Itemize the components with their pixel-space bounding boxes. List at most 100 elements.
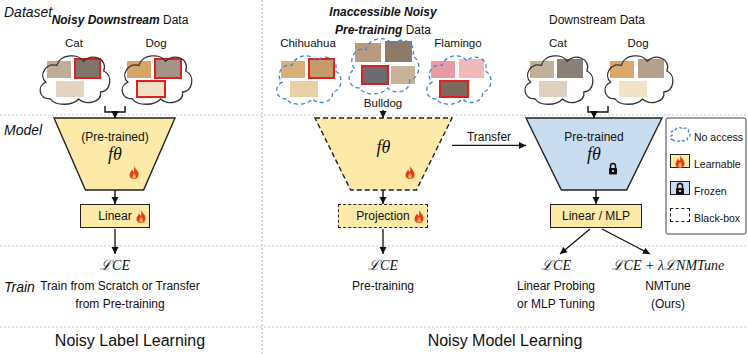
lock-icon [675, 182, 685, 195]
label-text: Noisy Label Learning [55, 332, 205, 349]
animal-photo [56, 81, 84, 97]
label-slot: Pre-training [352, 276, 414, 294]
class-label: Dog [627, 36, 648, 50]
label-text: ℒCE [100, 258, 130, 273]
legend-swatch [670, 181, 690, 195]
cloud-outline [117, 50, 195, 106]
edge-label: Transfer [465, 130, 513, 144]
trapezoid-fill [526, 118, 662, 190]
row-divider [0, 327, 748, 328]
legend-swatch [670, 208, 690, 222]
flame-outer [415, 210, 424, 223]
label-text: NMTune (Ours) [645, 279, 691, 311]
label-slot: Train [4, 278, 35, 296]
animal-photo [385, 41, 412, 62]
label-slot: No access [694, 127, 743, 145]
label-slot: Black-box [694, 208, 740, 226]
flame-icon [675, 155, 685, 168]
legend-cloud [669, 126, 691, 142]
label-slot: Dataset [4, 3, 52, 21]
cloud-path [605, 56, 673, 104]
flame-inner [417, 217, 421, 222]
row-divider [0, 115, 748, 116]
cloud-path [40, 56, 110, 104]
connector [595, 190, 596, 204]
label-slot: Noisy Label Learning [55, 332, 205, 350]
noisy-photo [362, 66, 388, 84]
class-label: Bulldog [364, 96, 402, 110]
legend-text: Black-box [694, 212, 740, 224]
noisy-photo [137, 81, 165, 97]
connector [588, 106, 594, 118]
label-text: Data [406, 23, 431, 37]
label-text: Data [163, 13, 188, 27]
label-text: Linear Probing or MLP Tuning [517, 279, 595, 311]
connector [382, 190, 383, 204]
connector [594, 106, 608, 118]
label-slot: Noisy DownstreamData [52, 10, 189, 28]
label-slot: Downstream Data [549, 10, 645, 28]
lock-shackle [611, 164, 616, 169]
legend-swatch [670, 127, 690, 141]
label-slot: ℒCE + λℒNMTune [612, 256, 725, 274]
thought-cloud: Dog [600, 36, 676, 106]
node-text: Pre-trained [564, 130, 623, 144]
flame-icon [136, 210, 146, 223]
label-text: Model [4, 122, 42, 138]
layer-box: Linear / MLP [550, 204, 642, 228]
thought-cloud: Flamingo [422, 36, 494, 106]
loss-arrow [560, 229, 590, 254]
node-text: fθ [587, 144, 601, 164]
layer-box: Projection [338, 204, 428, 228]
label-slot: NMTune (Ours) [636, 276, 700, 312]
label-slot: Frozen [694, 181, 727, 199]
legend-text: Frozen [694, 185, 727, 197]
thought-cloud: Cat [35, 36, 113, 106]
connector [452, 145, 526, 146]
trapezoid-fill [54, 118, 175, 190]
flame-inner [678, 162, 682, 167]
legend-swatch [670, 154, 690, 168]
lock-shackle [678, 184, 683, 189]
cloud-path [277, 56, 341, 104]
noisy-photo [309, 59, 334, 78]
animal-photo [619, 81, 647, 97]
label-text: Train from Scratch or Transfer from Pre-… [40, 279, 200, 311]
label-slot: Inaccessible Noisy Pre-trainingData [319, 2, 447, 38]
class-label: Chihuahua [280, 36, 336, 50]
loss-arrow [114, 229, 115, 254]
animal-photo [355, 43, 381, 62]
label-slot: Train from Scratch or Transfer from Pre-… [39, 276, 201, 312]
legend-cloud-path [670, 128, 690, 142]
class-label: Cat [65, 36, 83, 50]
label-text: Pre-training [352, 279, 414, 293]
animal-photo [459, 59, 484, 78]
connector [105, 106, 115, 118]
thought-cloud: Dog [117, 36, 195, 106]
label-slot: Model [4, 121, 42, 139]
flame-outer [129, 166, 138, 179]
animal-photo [557, 59, 583, 78]
node-text: Linear / MLP [562, 209, 630, 223]
cloud-path [349, 39, 419, 94]
label-slot: Noisy Model Learning [428, 332, 583, 350]
class-label: Dog [145, 36, 166, 50]
label-text: Train [4, 279, 35, 295]
label-slot: ℒCE [100, 256, 130, 274]
noisy-photo [155, 59, 181, 78]
label-text: Downstream Data [549, 13, 645, 27]
encoder-trapezoid: fθ [315, 118, 452, 190]
connector [382, 110, 383, 118]
thought-cloud: Cat [520, 36, 596, 106]
lock-icon [608, 162, 618, 175]
cloud-outline [600, 50, 676, 106]
label-slot: ℒCE [368, 256, 398, 274]
loss-arrow [382, 229, 383, 254]
layer-box: Linear [80, 204, 150, 228]
photo-group [47, 41, 664, 97]
thought-cloud: Bulldog [344, 32, 422, 110]
legend-text: Learnable [694, 158, 741, 170]
animal-photo [290, 81, 318, 97]
